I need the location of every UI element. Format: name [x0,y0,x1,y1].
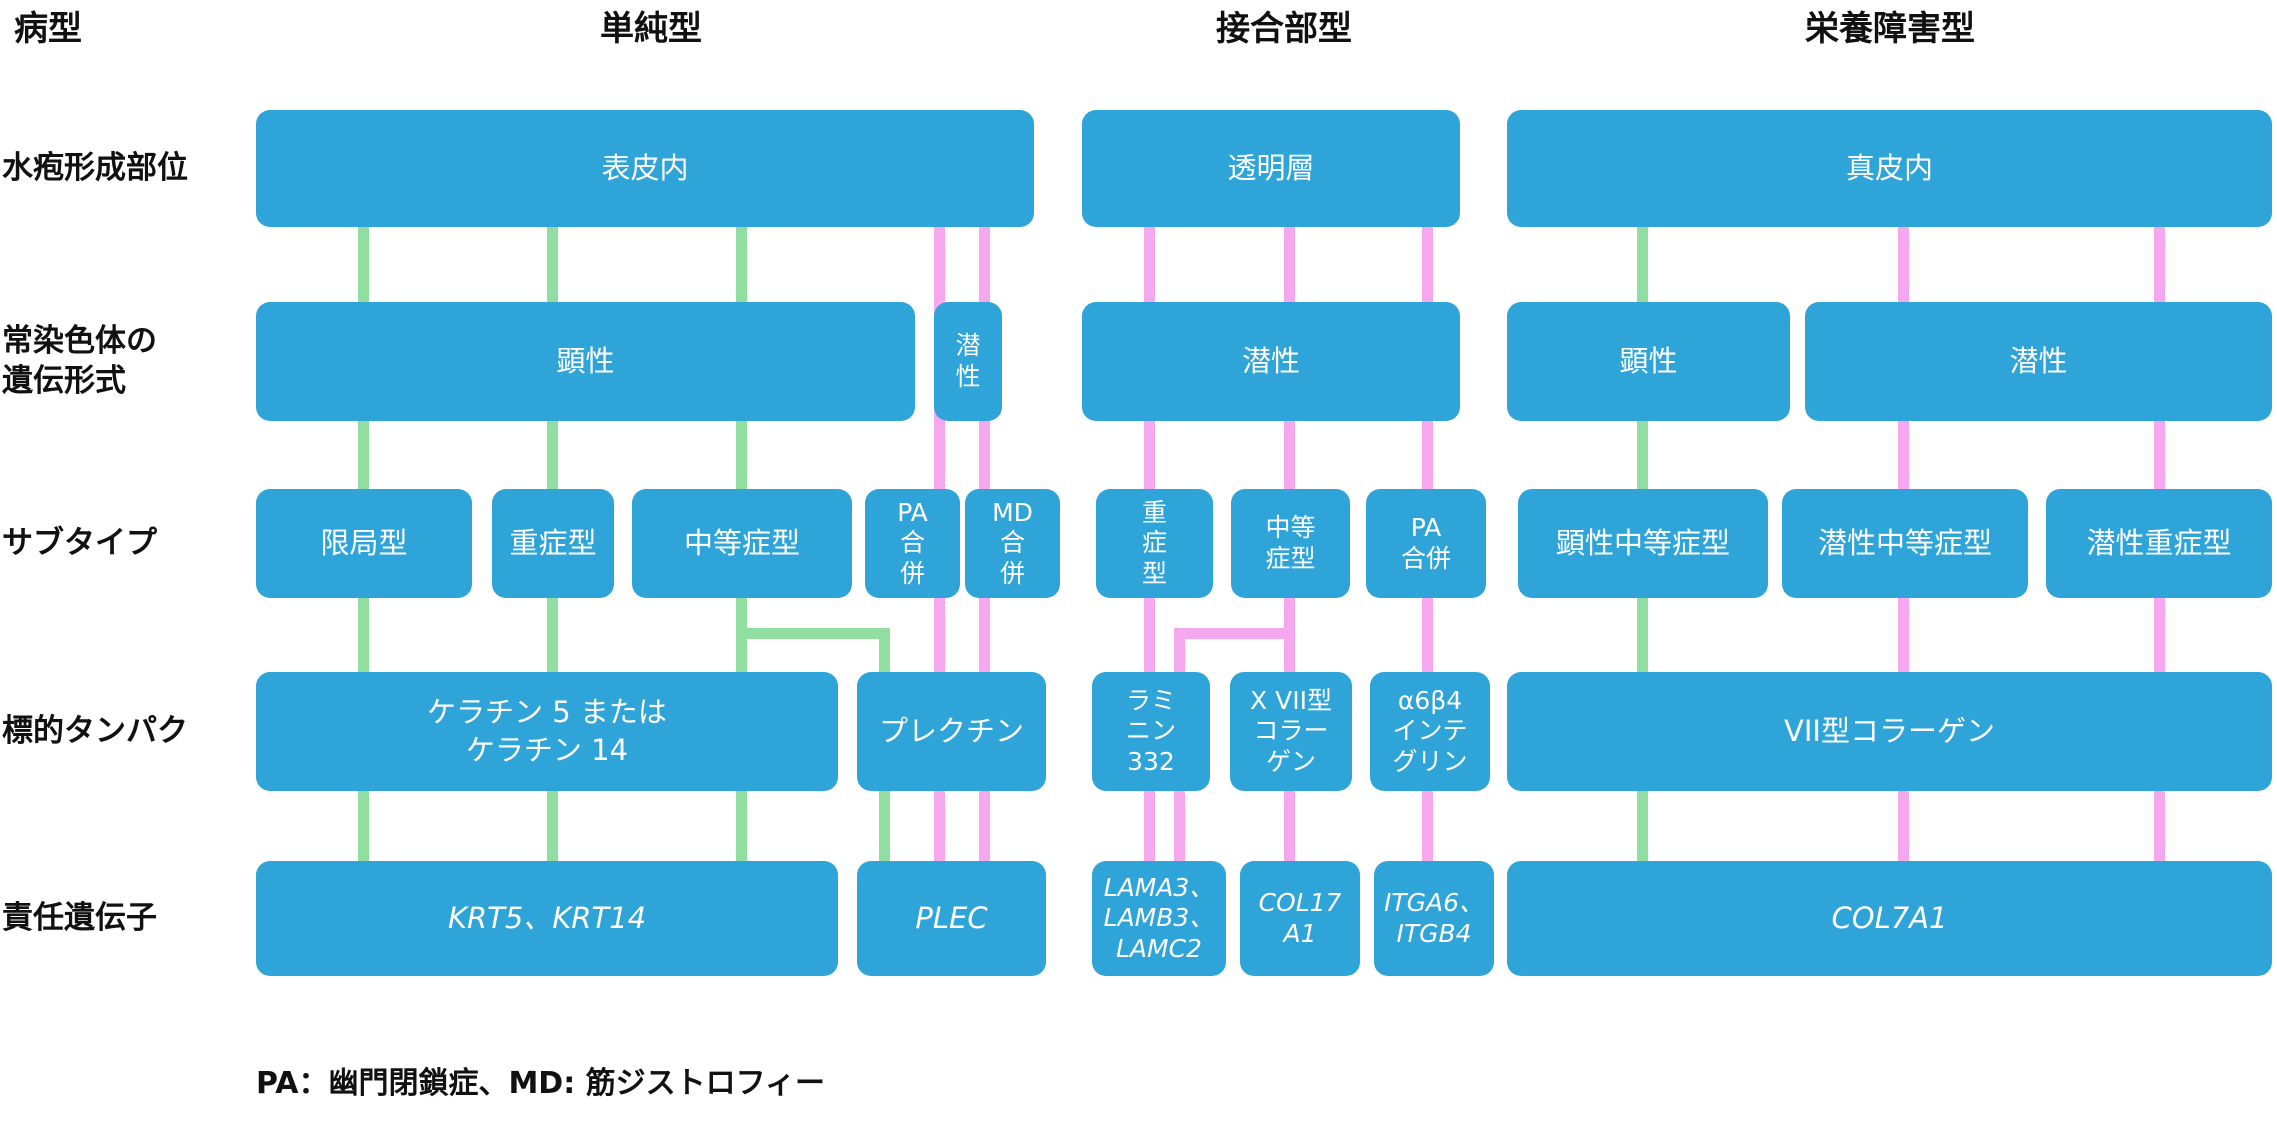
footnote-abbreviations: PA：幽門閉鎖症、MD: 筋ジストロフィー [256,1066,826,1101]
box-protein-plectin: プレクチン [857,672,1046,791]
box-simplex-dominant: 顕性 [256,302,915,421]
box-subtype-recessive-severe: 潜性重症型 [2046,489,2272,598]
header-simplex: 単純型 [600,9,702,49]
box-protein-keratin: ケラチン 5 または ケラチン 14 [256,672,838,791]
row-label-target-protein: 標的タンパク [2,712,188,749]
box-subtype-localized: 限局型 [256,489,472,598]
box-gene-plec: PLEC [857,861,1046,976]
box-protein-col7: VII型コラーゲン [1507,672,2272,791]
connector-green-plectin-gene [879,791,890,861]
connector-green-branch-horizontal [742,628,890,639]
header-junctional: 接合部型 [1216,9,1352,49]
box-subtype-md-simplex: MD 合 併 [965,489,1060,598]
box-subtype-intermediate-junctional: 中等 症型 [1231,489,1350,598]
row-label-subtype: サブタイプ [2,524,157,561]
box-protein-integrin: α6β4 インテ グリン [1370,672,1490,791]
box-subtype-pa-simplex: PA 合 併 [865,489,960,598]
box-subtype-intermediate-simplex: 中等症型 [632,489,852,598]
box-gene-col7a1: COL7A1 [1507,861,2272,976]
connector-pink-branch-horizontal [1174,628,1295,639]
box-subtype-severe-junctional: 重 症 型 [1096,489,1213,598]
box-junctional-lamina-lucida: 透明層 [1082,110,1460,227]
box-simplex-intraepidermal: 表皮内 [256,110,1034,227]
connector-pink-branch-down [1174,628,1185,672]
box-dystrophic-recessive: 潜性 [1805,302,2272,421]
connector-green-branch-down [879,628,890,672]
box-gene-itga6-itgb4: ITGA6、 ITGB4 [1374,861,1494,976]
box-simplex-recessive: 潜 性 [934,302,1002,421]
box-junctional-recessive: 潜性 [1082,302,1460,421]
row-label-gene: 責任遺伝子 [2,899,157,936]
box-subtype-severe-simplex: 重症型 [492,489,614,598]
header-dystrophic: 栄養障害型 [1805,9,1975,49]
box-gene-col17a1: COL17 A1 [1240,861,1360,976]
box-subtype-recessive-intermediate: 潜性中等症型 [1782,489,2028,598]
row-label-blister-site: 水疱形成部位 [2,149,188,186]
box-dystrophic-intradermal: 真皮内 [1507,110,2272,227]
header-disease-type: 病型 [14,9,82,49]
box-subtype-pa-junctional: PA 合併 [1366,489,1486,598]
box-subtype-dominant-intermediate: 顕性中等症型 [1518,489,1768,598]
box-gene-laminin: LAMA3、 LAMB3、 LAMC2 [1092,861,1226,976]
box-dystrophic-dominant: 顕性 [1507,302,1790,421]
box-protein-laminin332: ラミ ニン 332 [1092,672,1210,791]
box-gene-krt: KRT5、KRT14 [256,861,838,976]
connector-pink-laminin-gene [1174,791,1185,861]
box-protein-col17: X VII型 コラー ゲン [1230,672,1352,791]
row-label-inheritance: 常染色体の 遺伝形式 [2,322,157,399]
